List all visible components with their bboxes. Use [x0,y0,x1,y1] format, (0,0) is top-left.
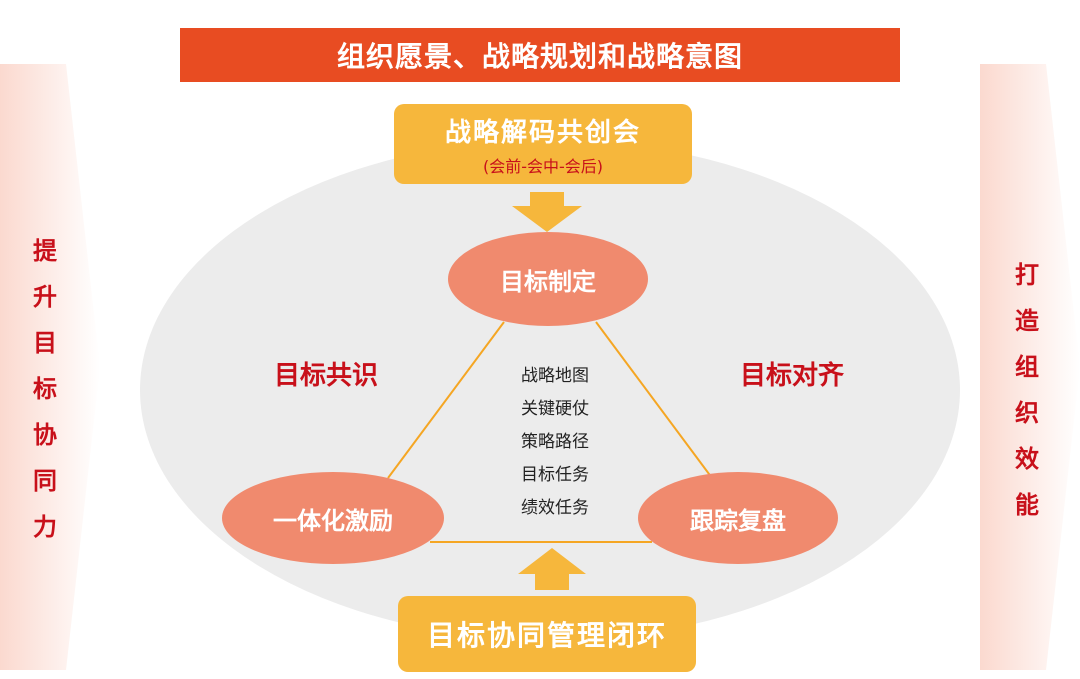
left-arrow-char: 升 [33,283,57,311]
top-box: 战略解码共创会 (会前-会中-会后) [394,104,692,184]
label-goal-alignment: 目标对齐 [740,361,845,391]
node-tracking-review: 跟踪复盘 [638,472,838,564]
left-arrow-char: 标 [33,375,57,403]
right-arrow-char: 效 [1015,445,1039,473]
left-arrow-char: 协 [33,421,57,449]
down-arrow-icon [512,192,582,232]
center-list-item: 绩效任务 [521,498,589,518]
diagram-title: 组织愿景、战略规划和战略意图 [180,28,900,82]
left-arrow-char: 同 [33,467,57,495]
right-arrow-char: 打 [1015,261,1039,289]
center-list-item: 战略地图 [521,366,589,386]
right-arrow-char: 织 [1015,399,1039,427]
left-arrow-char: 提 [33,237,57,265]
up-arrow-icon [518,548,586,590]
node-goal-setting: 目标制定 [448,232,648,326]
center-list-item: 目标任务 [521,465,589,485]
right-arrow-shape [980,64,1080,670]
center-list: 战略地图 关键硬仗 策略路径 目标任务 绩效任务 [500,360,610,525]
left-arrow-char: 力 [33,513,57,541]
bottom-box: 目标协同管理闭环 [398,596,696,672]
right-arrow-text: 打 造 组 织 效 能 [1004,252,1050,528]
right-arrow-char: 组 [1015,353,1039,381]
center-list-item: 策略路径 [521,432,589,452]
right-arrow-char: 造 [1015,307,1039,335]
top-box-title: 战略解码共创会 [444,117,641,148]
right-arrow-char: 能 [1015,491,1039,519]
label-goal-consensus: 目标共识 [274,361,379,391]
left-arrow-shape [0,64,100,670]
left-arrow-text: 提 升 目 标 协 同 力 [22,228,68,550]
top-box-subtitle: (会前-会中-会后) [482,156,604,176]
center-list-item: 关键硬仗 [521,399,589,419]
left-arrow-char: 目 [33,329,57,357]
node-integrated-incentive: 一体化激励 [222,472,444,564]
